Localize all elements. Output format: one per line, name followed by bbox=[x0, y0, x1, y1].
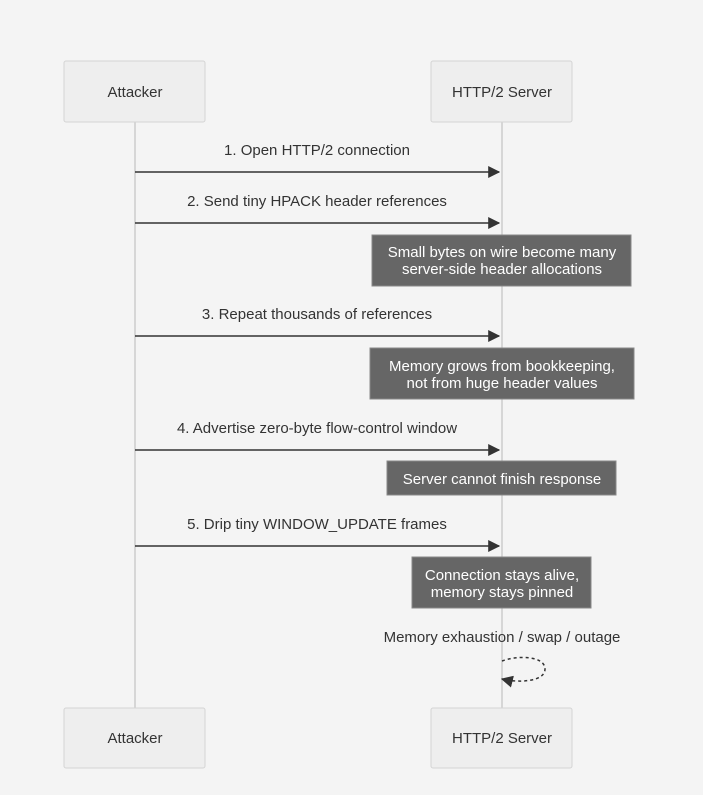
note-1: Small bytes on wire become many server-s… bbox=[371, 234, 632, 287]
note-2-line-2: not from huge header values bbox=[407, 375, 598, 392]
note-4-line-2: memory stays pinned bbox=[431, 584, 574, 601]
note-4: Connection stays alive, memory stays pin… bbox=[411, 556, 592, 609]
message-3-label: 3. Repeat thousands of references bbox=[202, 306, 432, 323]
note-3: Server cannot finish response bbox=[386, 460, 617, 496]
actor-attacker-top-label: Attacker bbox=[107, 84, 162, 101]
actor-server-bottom-label: HTTP/2 Server bbox=[452, 730, 552, 747]
note-1-line-1: Small bytes on wire become many bbox=[388, 244, 617, 261]
message-5-label: 5. Drip tiny WINDOW_UPDATE frames bbox=[187, 516, 447, 533]
self-message-label: Memory exhaustion / swap / outage bbox=[384, 629, 621, 646]
note-3-line-1: Server cannot finish response bbox=[403, 471, 601, 488]
note-1-line-2: server-side header allocations bbox=[402, 261, 602, 278]
message-1-label: 1. Open HTTP/2 connection bbox=[224, 142, 410, 159]
actor-attacker-bottom: Attacker bbox=[63, 707, 206, 769]
actor-server-top: HTTP/2 Server bbox=[430, 60, 573, 123]
actor-server-bottom: HTTP/2 Server bbox=[430, 707, 573, 769]
actor-server-top-label: HTTP/2 Server bbox=[452, 84, 552, 101]
note-4-line-1: Connection stays alive, bbox=[425, 567, 579, 584]
self-message-arrow bbox=[500, 656, 546, 688]
actor-attacker-bottom-label: Attacker bbox=[107, 730, 162, 747]
actor-attacker-top: Attacker bbox=[63, 60, 206, 123]
message-2-label: 2. Send tiny HPACK header references bbox=[187, 193, 447, 210]
note-2: Memory grows from bookkeeping, not from … bbox=[369, 347, 635, 400]
note-2-line-1: Memory grows from bookkeeping, bbox=[389, 358, 615, 375]
message-4-label: 4. Advertise zero-byte flow-control wind… bbox=[177, 420, 457, 437]
